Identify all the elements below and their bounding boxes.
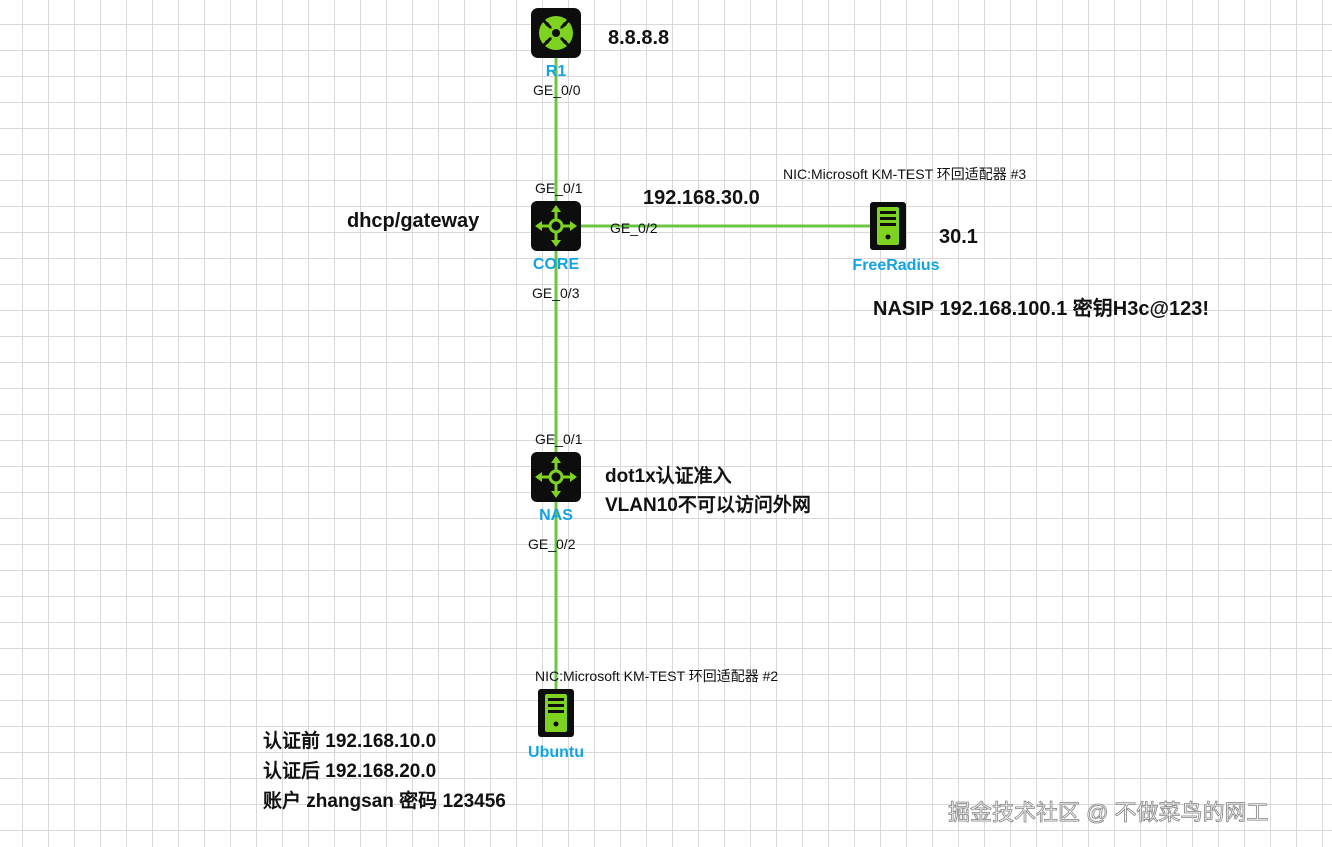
port-label-nas-ge01: GE_0/1 [535,431,583,447]
account-annotation: 账户 zhangsan 密码 123456 [263,791,506,812]
switch-core-icon[interactable] [531,201,581,251]
device-label-core: CORE [532,256,580,273]
server-freeradius-icon[interactable] [870,202,906,250]
after-auth-annotation: 认证后 192.168.20.0 [263,761,437,782]
port-label-core-ge02: GE_0/2 [610,220,658,236]
port-label-core-ge03: GE_0/3 [532,285,580,301]
device-label-ubuntu: Ubuntu [528,744,584,761]
ubuntu-nic-annotation: NIC:Microsoft KM-TEST 环回适配器 #2 [535,668,779,684]
server-ubuntu-icon[interactable] [538,689,574,737]
device-label-nas: NAS [539,507,573,524]
device-label-r1: R1 [545,63,567,80]
port-label-core-ge01: GE_0/1 [535,180,583,196]
nasip-secret-annotation: NASIP 192.168.100.1 密钥H3c@123! [873,298,1209,320]
watermark-text: 掘金技术社区 @ 不做菜鸟的网工 [948,800,1269,826]
radius-ip-annotation: 30.1 [939,226,978,248]
port-label-nas-ge02: GE_0/2 [528,536,576,552]
core-role-annotation: dhcp/gateway [347,210,480,232]
radius-nic-annotation: NIC:Microsoft KM-TEST 环回适配器 #3 [783,166,1027,182]
port-label-r1-ge00: GE_0/0 [533,82,581,98]
before-auth-annotation: 认证前 192.168.10.0 [263,731,437,752]
r1-ip-annotation: 8.8.8.8 [608,27,670,49]
nas-vlan-annotation: VLAN10不可以访问外网 [605,495,811,516]
network-30-annotation: 192.168.30.0 [643,187,760,209]
nas-dot1x-annotation: dot1x认证准入 [605,466,732,487]
device-label-freeradius: FreeRadius [852,257,940,274]
switch-nas-icon[interactable] [531,452,581,502]
router-r1-icon[interactable] [531,8,581,58]
